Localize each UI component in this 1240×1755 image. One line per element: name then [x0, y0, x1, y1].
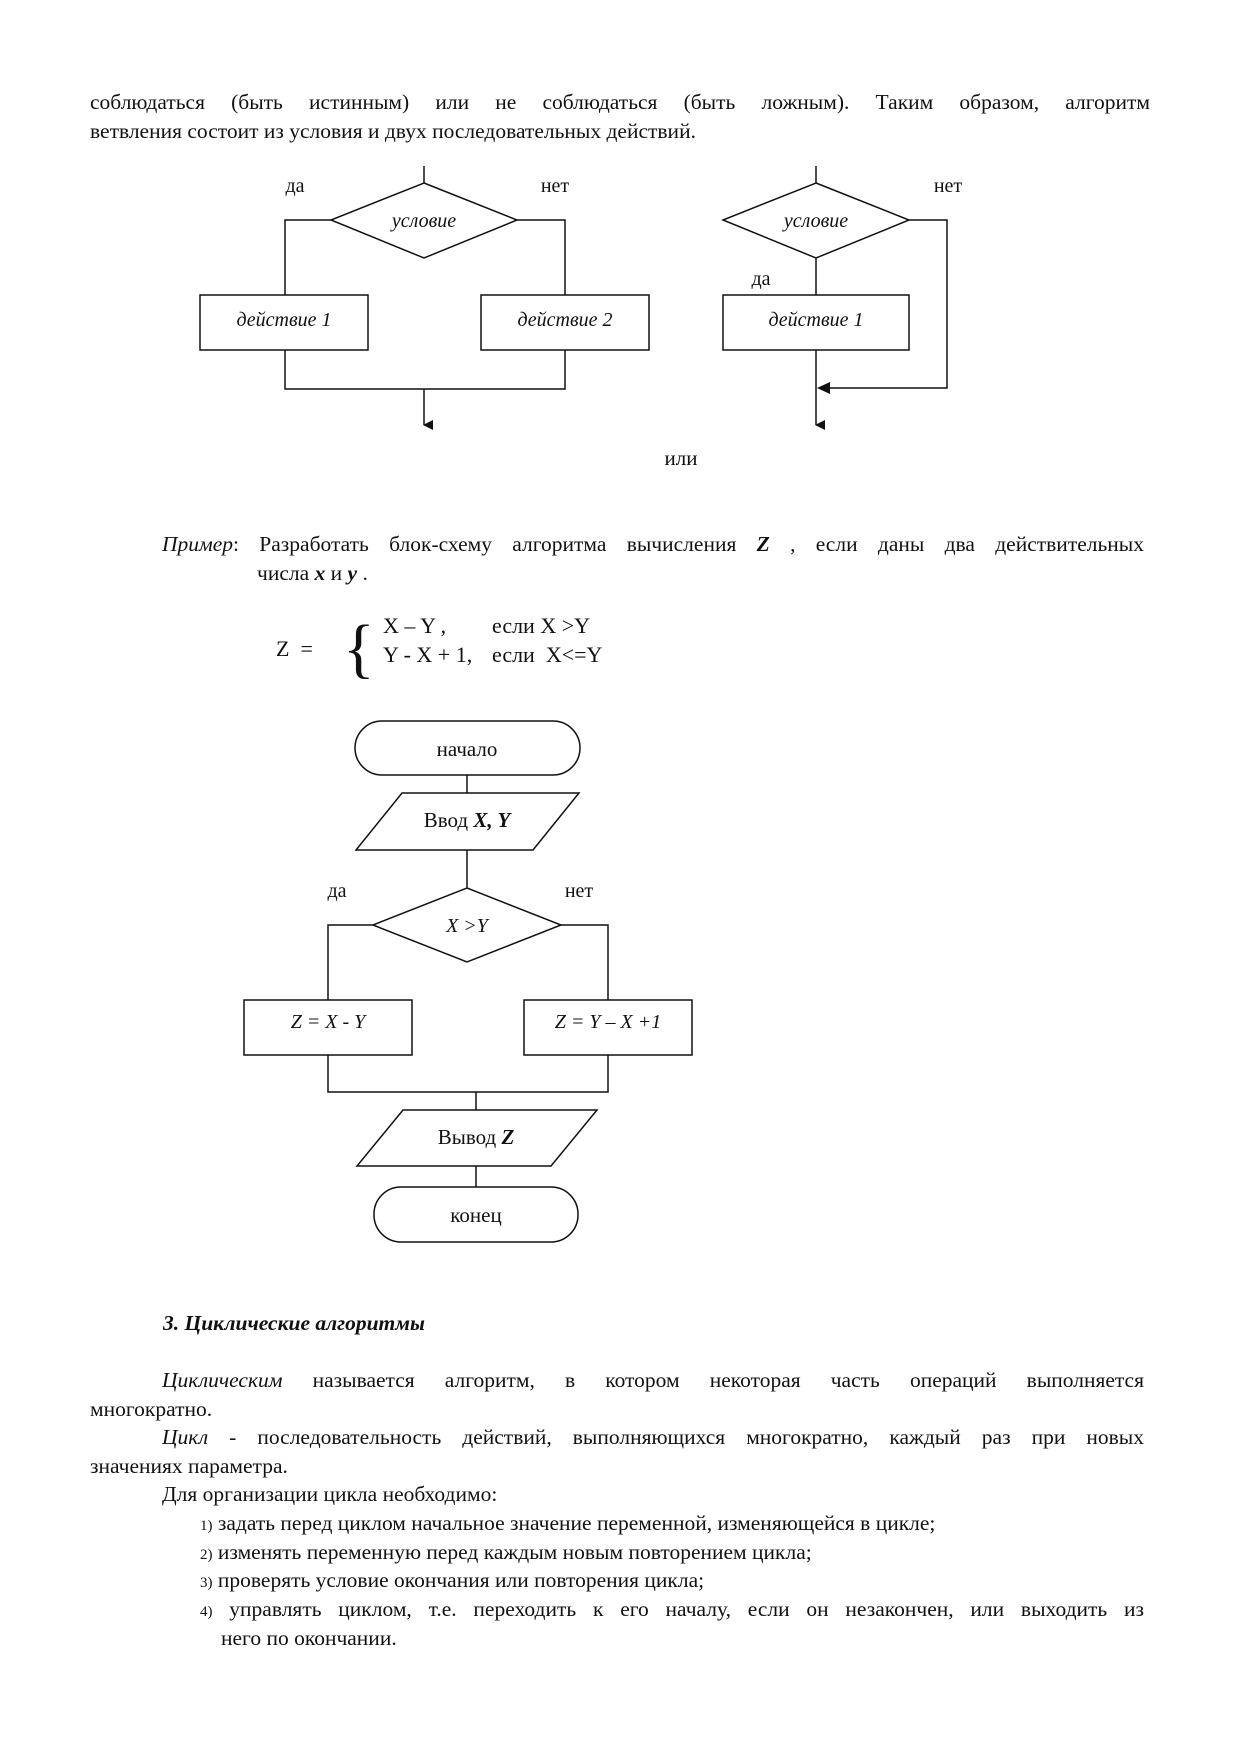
def1-term: Циклическим: [162, 1368, 283, 1392]
def1-line: Циклическим называется алгоритм, в котор…: [162, 1368, 1144, 1392]
decision-label: X >Y: [445, 915, 490, 937]
full-no-label: нет: [541, 175, 570, 197]
intro-line-2: ветвления состоит из условия и двух посл…: [90, 119, 696, 143]
def2-cont: значениях параметра.: [90, 1454, 288, 1478]
short-condition-label: условие: [782, 210, 848, 232]
list-item: 2) изменять переменную перед каждым новы…: [200, 1540, 812, 1564]
short-branch-diagram: [720, 166, 948, 430]
list-item: 3) проверять условие окончания или повто…: [200, 1568, 705, 1592]
action-yes-label: Z = X - Y: [291, 1011, 367, 1033]
short-yes-label: да: [751, 268, 770, 290]
decision-diamond: [370, 887, 564, 963]
output-label: Вывод Z: [438, 1125, 515, 1149]
input-label-vars: X, Y: [472, 808, 512, 832]
end-terminator: [373, 1186, 579, 1243]
input-label-text: Ввод: [424, 808, 474, 832]
full-condition-label: условие: [390, 210, 456, 232]
var-x: x: [314, 561, 326, 585]
full-branch-diagram: [199, 166, 650, 430]
short-no-label: нет: [934, 175, 963, 197]
formula-case2-expr: Y - X + 1,: [383, 642, 472, 667]
or-label: или: [665, 446, 698, 470]
list-intro: Для организации цикла необходимо:: [162, 1482, 498, 1506]
section-heading: 3. Циклические алгоритмы: [163, 1311, 425, 1335]
example-line-2: числа x и y .: [257, 561, 368, 585]
full-action2-label: действие 2: [517, 309, 612, 331]
example-line-1: Пример: Разработать блок-схему алгоритма…: [162, 532, 1144, 556]
input-label: Ввод X, Y: [424, 808, 513, 832]
full-condition-diamond: [328, 182, 520, 259]
intro-line-1: соблюдаться (быть истинным) или не соблю…: [90, 90, 1150, 114]
var-z: Z: [756, 532, 770, 556]
formula-case1-cond: если X >Y: [492, 613, 590, 638]
example-flowchart: [243, 720, 693, 1243]
full-action1-box: [199, 294, 369, 351]
end-label: конец: [450, 1203, 501, 1227]
formula-lhs: Z =: [276, 636, 313, 661]
short-action1-label: действие 1: [768, 309, 863, 331]
formula-case1-expr: X – Y ,: [383, 613, 446, 638]
flow-yes-label: да: [327, 880, 346, 902]
list-item: 4) управлять циклом, т.е. переходить к е…: [200, 1597, 1144, 1621]
formula-brace: {: [343, 612, 375, 685]
list-item: 1) задать перед циклом начальное значени…: [200, 1511, 936, 1535]
full-yes-label: да: [285, 175, 304, 197]
output-label-text: Вывод: [438, 1125, 502, 1149]
list-item-cont: него по окончании.: [221, 1626, 397, 1650]
example-label: Пример: [162, 532, 234, 556]
formula-case2-cond: если X<=Y: [492, 642, 603, 667]
def1-cont: многократно.: [90, 1397, 213, 1421]
output-parallelogram: [355, 1109, 599, 1167]
def2-line: Цикл - последовательность действий, выпо…: [162, 1425, 1144, 1449]
full-action1-label: действие 1: [236, 309, 331, 331]
output-label-var: Z: [500, 1125, 514, 1149]
var-y: y: [347, 561, 358, 585]
action-no-label: Z = Y – X +1: [555, 1011, 661, 1033]
input-parallelogram: [354, 792, 581, 851]
def2-term: Цикл: [162, 1425, 209, 1449]
flow-no-label: нет: [565, 880, 594, 902]
start-label: начало: [437, 737, 498, 761]
